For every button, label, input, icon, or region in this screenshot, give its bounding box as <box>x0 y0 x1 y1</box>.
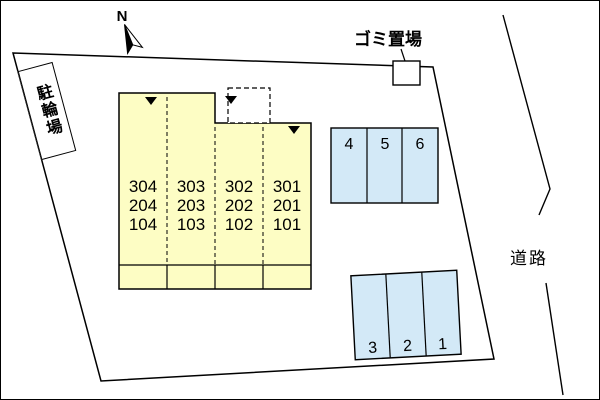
room-number: 104 <box>129 215 157 234</box>
parking-space-number: 2 <box>403 338 413 355</box>
room-number: 302 <box>225 177 253 196</box>
bicycle-parking-label: 駐輪場 <box>32 82 63 140</box>
entrance-marker-triangle-3 <box>288 126 300 134</box>
north-arrow-icon: N <box>117 8 144 55</box>
parking-lower-outline <box>350 269 462 361</box>
room-number: 303 <box>177 177 205 196</box>
parking-lower-divider-1 <box>385 273 391 358</box>
garbage-area-label: ゴミ置場 <box>354 29 422 49</box>
garbage-leader-line <box>400 48 406 62</box>
north-needle-light-half <box>124 24 144 49</box>
room-number: 304 <box>129 177 157 196</box>
parking-lower-divider-2 <box>421 272 427 357</box>
parking-space-number: 1 <box>438 336 448 353</box>
parking-area-upper: 4 5 6 <box>330 127 439 204</box>
building: 304 303 302 301 204 203 202 201 104 103 … <box>118 87 312 290</box>
parking-space-number: 4 <box>345 136 354 153</box>
road-edge-line-lower <box>545 282 564 396</box>
north-label: N <box>117 8 128 25</box>
stairwell-dashed-box <box>227 87 271 124</box>
room-number: 204 <box>129 196 157 215</box>
parking-space-number: 5 <box>381 136 390 153</box>
room-number: 202 <box>225 196 253 215</box>
entrance-marker-triangle-1 <box>145 97 157 105</box>
room-number: 203 <box>177 196 205 215</box>
road-edge-line-upper <box>502 14 551 216</box>
parking-area-lower: 3 2 1 <box>350 269 462 361</box>
entrance-marker-triangle-2 <box>225 96 237 104</box>
road-label: 道路 <box>510 249 548 268</box>
room-number: 103 <box>177 215 205 234</box>
parking-space-number: 6 <box>416 136 425 153</box>
garbage-box <box>392 60 421 86</box>
parking-space-number: 3 <box>368 340 378 357</box>
site-boundary <box>12 52 495 382</box>
room-number: 102 <box>225 215 253 234</box>
room-number: 201 <box>273 196 301 215</box>
room-number: 301 <box>273 177 301 196</box>
garbage-station: ゴミ置場 <box>354 29 422 86</box>
parking-upper-outline <box>330 127 439 204</box>
room-number: 101 <box>273 215 301 234</box>
